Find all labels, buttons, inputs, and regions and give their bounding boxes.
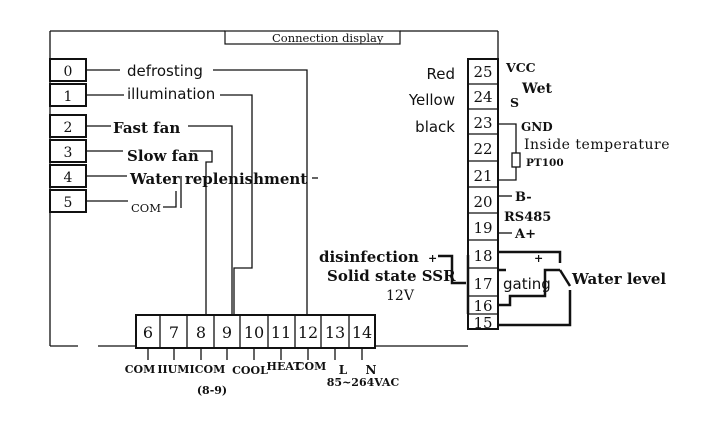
main-frame	[49, 30, 499, 347]
label-inside-temperature: Inside temperature	[524, 137, 670, 153]
label-bottom-com-12: COM	[296, 360, 327, 373]
label-bottom-l: L	[339, 363, 348, 377]
terminal-10-num: 10	[244, 323, 264, 342]
wire-2-route	[188, 125, 233, 315]
terminal-3-num: 3	[64, 145, 73, 161]
left-terminal-block: 0 1 2 3 4 5	[49, 58, 87, 213]
wire-gating-top	[498, 250, 562, 263]
label-bottom-cool: COOL	[232, 364, 268, 377]
terminal-5-num: 5	[64, 195, 73, 211]
terminal-24-num: 24	[473, 88, 492, 106]
label-com: COM	[131, 201, 161, 215]
label-gating: gating	[503, 275, 551, 293]
left-wires	[86, 69, 318, 315]
label-black: black	[415, 118, 455, 136]
wire-3-route	[190, 150, 213, 315]
terminal-4-num: 4	[64, 170, 73, 186]
terminal-21-num: 21	[473, 167, 492, 185]
label-plus-left: +	[428, 252, 437, 265]
wire-ssr	[438, 254, 466, 285]
terminal-12-num: 12	[298, 323, 318, 342]
terminal-11-num: 11	[271, 323, 291, 342]
label-bottom-heat: HEAT	[267, 360, 303, 373]
terminal-14-num: 14	[352, 323, 372, 342]
bottom-labels: COM IIUMI COM COOL HEAT COM L N (8-9) 85…	[125, 348, 400, 397]
terminal-13-num: 13	[325, 323, 345, 342]
label-disinfection: disinfection	[319, 248, 419, 266]
label-bottom-iiumi: IIUMI	[157, 363, 194, 376]
bottom-terminal-block: 6 7 8 9 10 11 12 13 14	[135, 314, 376, 349]
pt100-resistor	[511, 152, 521, 168]
label-pt100: PT100	[526, 157, 564, 169]
label-yellow: Yellow	[408, 91, 455, 109]
terminal-0-num: 0	[64, 64, 73, 80]
label-gnd: GND	[521, 120, 553, 134]
label-b-minus: B-	[515, 190, 532, 205]
terminal-17-num: 17	[473, 275, 492, 293]
connection-display: Connection display	[224, 30, 401, 45]
frame-lines	[49, 30, 499, 347]
terminal-7-num: 7	[169, 323, 179, 342]
connection-display-box	[224, 30, 401, 45]
connection-display-label: Connection display	[272, 31, 384, 45]
terminal-22-num: 22	[473, 140, 492, 158]
label-power: 85~264VAC	[327, 376, 400, 389]
label-range-8-9: (8-9)	[197, 384, 227, 397]
terminal-8-num: 8	[196, 323, 206, 342]
terminal-19-num: 19	[473, 219, 492, 237]
label-illumination: illumination	[127, 85, 215, 103]
wire-1-route	[220, 94, 253, 315]
wire-gating-loop	[498, 268, 560, 307]
terminal-6-num: 6	[143, 323, 153, 342]
gating-section: + gating Water level	[498, 250, 666, 327]
terminal-16-num: 16	[473, 297, 492, 315]
wire-pt100	[498, 123, 517, 181]
terminal-2-num: 2	[64, 120, 73, 136]
bottom-leads	[147, 348, 363, 360]
label-12v: 12V	[386, 288, 415, 304]
label-red: Red	[427, 65, 456, 83]
right-terminal-block: 25 24 23 22 21 20 19 18 17 16 15	[466, 58, 499, 332]
terminal-23-num: 23	[473, 114, 492, 132]
label-rs485: RS485	[504, 210, 551, 225]
wire-water-level	[498, 290, 572, 327]
terminal-25-num: 25	[473, 63, 492, 81]
right-block-dividers	[468, 83, 498, 315]
label-bottom-com-8: COM	[195, 363, 226, 376]
label-vcc: VCC	[505, 60, 536, 75]
ssr-section: disinfection + Solid state SSR 12V	[319, 248, 466, 304]
wire-0-route	[213, 69, 308, 315]
label-slow-fan: Slow fan	[127, 147, 199, 165]
terminal-15-num: 15	[473, 314, 492, 332]
label-bottom-n: N	[366, 363, 377, 377]
terminal-18-num: 18	[473, 247, 492, 265]
left-labels: defrosting illumination Fast fan Slow fa…	[113, 62, 307, 215]
right-block-left-labels: Red Yellow black	[408, 65, 455, 136]
wire-5-route	[163, 191, 177, 208]
label-plus-right: +	[534, 252, 543, 265]
label-s: S	[510, 95, 519, 110]
water-level-switch	[558, 269, 572, 287]
right-block-frame	[467, 58, 499, 330]
label-defrosting: defrosting	[127, 62, 203, 80]
label-ssr: Solid state SSR	[327, 267, 456, 285]
label-water-replenishment: Water replenishment	[129, 170, 307, 188]
bottom-block-frame	[135, 314, 376, 349]
bottom-block-dividers	[159, 315, 350, 348]
label-fast-fan: Fast fan	[113, 119, 180, 137]
label-water-level: Water level	[571, 270, 666, 288]
label-a-plus: A+	[514, 227, 536, 242]
label-wet: Wet	[521, 81, 552, 97]
terminal-9-num: 9	[222, 323, 232, 342]
terminal-20-num: 20	[473, 193, 492, 211]
right-block-right-labels: VCC Wet S GND Inside temperature PT100 B…	[498, 60, 670, 242]
label-bottom-com-6: COM	[125, 363, 156, 376]
terminal-1-num: 1	[64, 89, 73, 105]
